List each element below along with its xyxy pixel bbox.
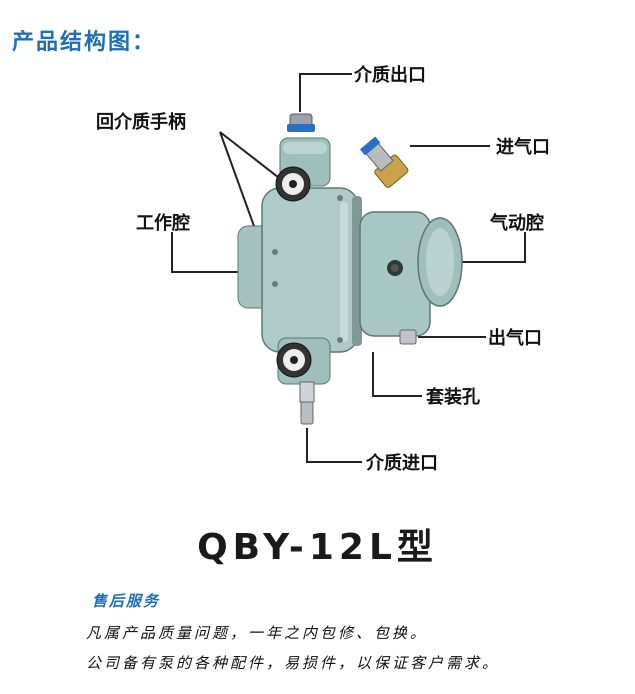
service-line-2: 公司备有泵的各种配件，易损件，以保证客户需求。 <box>86 654 501 672</box>
label-air-outlet: 出气口 <box>488 328 542 349</box>
model-name: QBY-12L型 <box>197 527 438 568</box>
label-air-chamber: 气动腔 <box>490 213 544 234</box>
service-title: 售后服务 <box>92 592 161 610</box>
label-inlet-medium: 介质进口 <box>366 453 438 474</box>
label-work-chamber: 工作腔 <box>136 213 190 234</box>
section-title: 产品结构图： <box>12 30 157 55</box>
pump-body <box>237 113 463 425</box>
line-work-chamber <box>171 232 238 273</box>
line-mount-hole <box>372 352 422 397</box>
label-mount-hole: 套装孔 <box>426 387 480 408</box>
label-return-handle: 回介质手柄 <box>96 112 186 133</box>
service-line-1: 凡属产品质量问题，一年之内包修、包换。 <box>86 624 429 642</box>
line-inlet <box>306 428 362 463</box>
line-outlet <box>299 73 352 112</box>
label-air-inlet: 进气口 <box>496 137 550 158</box>
line-air-chamber <box>458 232 526 263</box>
label-outlet-medium: 介质出口 <box>354 65 426 86</box>
